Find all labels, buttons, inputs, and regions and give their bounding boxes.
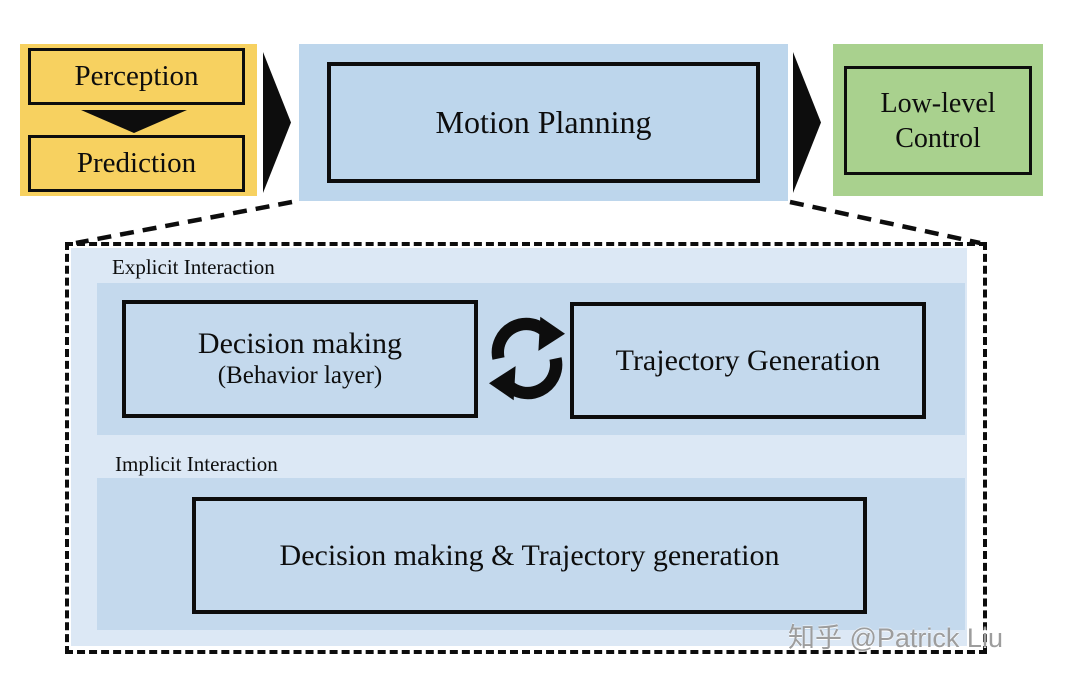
low-level-control-box: Low-level Control bbox=[844, 66, 1032, 175]
right-arrow-icon bbox=[793, 52, 821, 193]
behavior-layer-sublabel: (Behavior layer) bbox=[217, 361, 383, 389]
decision-making-box: Decision making (Behavior layer) bbox=[122, 300, 478, 418]
low-level-control-container: Low-level Control bbox=[833, 44, 1043, 196]
zoom-connector-right-line bbox=[789, 199, 981, 246]
perception-label: Perception bbox=[74, 60, 199, 92]
low-level-control-label: Low-level Control bbox=[880, 87, 996, 154]
decision-making-label: Decision making bbox=[197, 327, 403, 361]
right-arrow-icon bbox=[263, 52, 291, 193]
perception-box: Perception bbox=[28, 48, 245, 105]
implicit-interaction-label: Implicit Interaction bbox=[115, 452, 278, 476]
motion-planning-box: Motion Planning bbox=[327, 62, 760, 183]
explicit-interaction-label: Explicit Interaction bbox=[112, 255, 275, 279]
watermark: 知乎 @Patrick Liu bbox=[788, 623, 1003, 653]
trajectory-generation-box: Trajectory Generation bbox=[570, 302, 926, 419]
prediction-label: Prediction bbox=[76, 147, 197, 179]
down-arrow-icon bbox=[81, 110, 187, 133]
explicit-interaction-panel: Decision making (Behavior layer) Traject… bbox=[97, 283, 965, 435]
cycle-top-arrowhead bbox=[538, 316, 565, 351]
motion-planning-label: Motion Planning bbox=[435, 104, 652, 140]
perception-prediction-group: Perception Prediction bbox=[20, 44, 257, 196]
cycle-arrows-icon bbox=[489, 316, 565, 401]
combined-decision-trajectory-label: Decision making & Trajectory generation bbox=[279, 538, 780, 572]
prediction-box: Prediction bbox=[28, 135, 245, 192]
cycle-bottom-arrowhead bbox=[489, 366, 516, 401]
motion-planning-container: Motion Planning bbox=[299, 44, 788, 201]
implicit-interaction-panel: Decision making & Trajectory generation bbox=[97, 478, 965, 630]
trajectory-generation-label: Trajectory Generation bbox=[615, 343, 881, 377]
motion-planning-detail-panel: Explicit Interaction Decision making (Be… bbox=[65, 242, 987, 654]
combined-decision-trajectory-box: Decision making & Trajectory generation bbox=[192, 497, 867, 614]
zoom-connector-left-line bbox=[75, 199, 293, 246]
